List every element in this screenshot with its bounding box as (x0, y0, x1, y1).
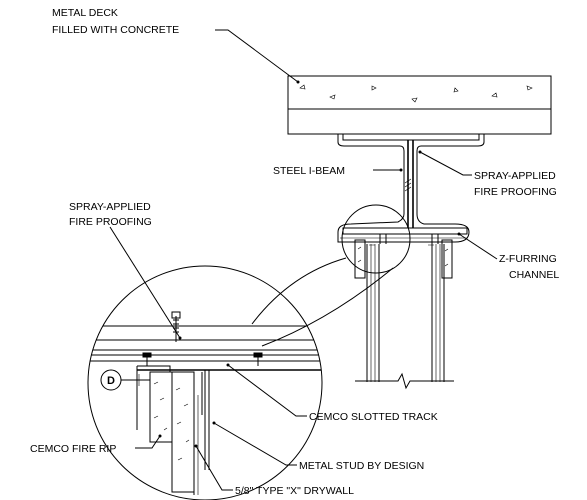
leader-arrowheads (158, 80, 461, 448)
label-z-furring-1: Z-FURRING (499, 253, 557, 265)
leader-lines (109, 29, 498, 491)
label-metal-stud: METAL STUD BY DESIGN (299, 460, 424, 472)
detail-tag: D (100, 369, 150, 391)
label-steel-i-beam: STEEL I-BEAM (273, 165, 345, 177)
concrete-deck (287, 75, 552, 135)
callout-leader-2 (261, 267, 394, 347)
callout-circle-small (341, 204, 411, 274)
enlarged-detail (87, 265, 323, 500)
label-spray-top-2: FIRE PROOFING (474, 186, 557, 198)
steel-i-beam (337, 133, 485, 243)
label-slotted-track: CEMCO SLOTTED TRACK (309, 411, 438, 423)
label-metal-deck-2: FILLED WITH CONCRETE (52, 24, 179, 36)
callout-leader-1 (251, 257, 347, 325)
label-z-furring-2: CHANNEL (509, 269, 559, 281)
detail-tag-letter: D (107, 375, 115, 387)
label-spray-left-2: FIRE PROOFING (69, 216, 152, 228)
label-fire-rip: CEMCO FIRE RIP (30, 443, 116, 455)
label-drywall: 5/8" TYPE "X" DRYWALL (235, 485, 354, 497)
stud-wall-elevation (354, 234, 454, 390)
label-metal-deck-1: METAL DECK (52, 7, 118, 19)
label-spray-left-1: SPRAY-APPLIED (69, 201, 151, 213)
label-spray-top-1: SPRAY-APPLIED (474, 170, 556, 182)
